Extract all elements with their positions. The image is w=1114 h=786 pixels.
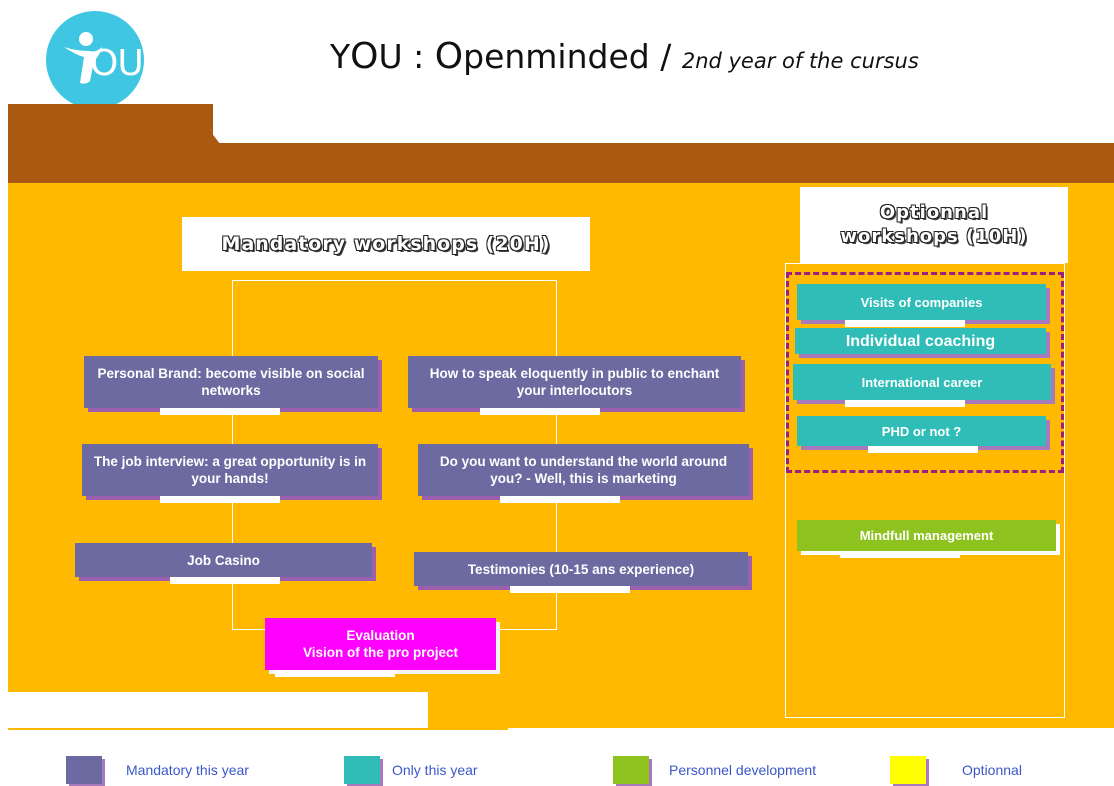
label-bar <box>868 446 978 453</box>
legend-item-personal-dev <box>613 756 649 784</box>
label-bar <box>275 670 395 677</box>
label-bar <box>160 408 280 415</box>
label-bar <box>510 586 630 593</box>
workshop-personal-brand: Personal Brand: become visible on social… <box>84 356 378 408</box>
you-logo: OU <box>46 11 144 109</box>
legend-label-mandatory: Mandatory this year <box>126 762 249 778</box>
legend-swatch-mandatory <box>66 756 102 784</box>
label-bar <box>845 320 965 327</box>
workshop-job-casino: Job Casino <box>75 543 372 577</box>
legend-label-optional: Optionnal <box>962 762 1022 778</box>
optional-header-line2: workshops (10H) <box>840 226 1028 247</box>
evaluation-title: Evaluation <box>346 628 415 643</box>
workshop-public-speaking: How to speak eloquently in public to enc… <box>408 356 741 408</box>
legend-label-personal-dev: Personnel development <box>669 762 817 778</box>
brown-tab <box>8 104 213 144</box>
evaluation-subtitle: Vision of the pro project <box>302 645 458 660</box>
legend-item-only-this-year <box>344 756 380 784</box>
workshop-visits-of-companies: Visits of companies <box>797 284 1046 320</box>
legend-label-only-this-year: Only this year <box>392 762 478 778</box>
brown-tab-slope <box>180 104 220 144</box>
legend-swatch-optional <box>890 756 926 784</box>
workshop-job-interview: The job interview: a great opportunity i… <box>82 444 378 496</box>
page-subtitle: 2nd year of the cursus <box>681 49 919 73</box>
legend-item-optional <box>890 756 926 784</box>
workshop-international-career: International career <box>793 364 1051 400</box>
only-this-year-group <box>786 272 1064 473</box>
workshop-mindfull-management: Mindfull management <box>797 520 1056 551</box>
label-bar <box>500 496 620 503</box>
label-bar <box>480 408 600 415</box>
label-bar <box>845 400 965 407</box>
optional-header: Optionnal workshops (10H) <box>800 187 1068 263</box>
workshop-evaluation: Evaluation Vision of the pro project <box>265 618 496 670</box>
legend-swatch-only-this-year <box>344 756 380 784</box>
page-title: YOU : Openminded / 2nd year of the cursu… <box>330 36 919 77</box>
brown-band <box>8 143 1114 183</box>
workshop-marketing: Do you want to understand the world arou… <box>418 444 749 496</box>
workshop-testimonies: Testimonies (10-15 ans experience) <box>414 552 748 586</box>
legend-item-mandatory <box>66 756 102 784</box>
legend-swatch-personal-dev <box>613 756 649 784</box>
mandatory-header: Mandatory workshops (20H) <box>182 217 590 271</box>
label-bar <box>840 551 960 558</box>
optional-header-line1: Optionnal <box>879 202 989 223</box>
label-bar <box>170 577 280 584</box>
logo-text: OU <box>90 43 144 84</box>
workshop-individual-coaching: Individual coaching <box>795 328 1046 354</box>
optional-frame <box>785 263 1065 718</box>
label-bar <box>160 496 280 503</box>
panel-notch <box>8 692 428 728</box>
person-icon <box>64 32 102 84</box>
workshop-phd: PHD or not ? <box>797 416 1046 446</box>
